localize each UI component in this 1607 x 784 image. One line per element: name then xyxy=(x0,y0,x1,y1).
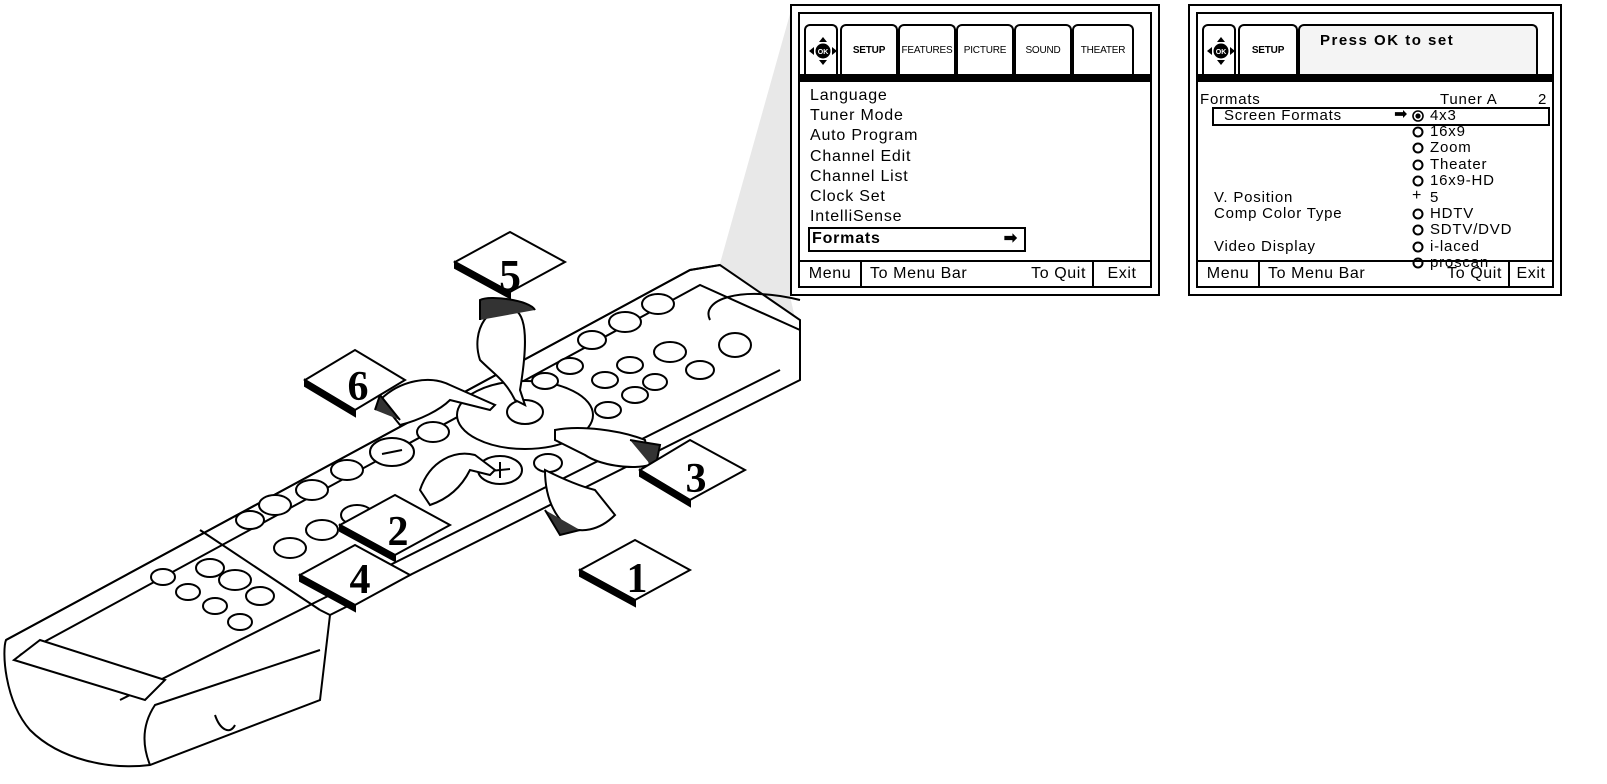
footer-menu[interactable]: Menu xyxy=(1198,262,1260,286)
footer-to-menu-bar: To Menu Bar xyxy=(1260,262,1418,286)
radio-icon[interactable] xyxy=(1412,175,1424,187)
radio-icon[interactable] xyxy=(1412,224,1424,236)
v-position-label: V. Position xyxy=(1214,190,1293,206)
video-display-label: Video Display xyxy=(1214,239,1316,255)
comp-color-type-label: Comp Color Type xyxy=(1214,206,1342,222)
plus-icon[interactable]: + xyxy=(1412,188,1422,204)
step-badge-1-label: 1 xyxy=(627,556,648,602)
tab-sound[interactable]: SOUND xyxy=(1014,24,1072,74)
option-hdtv[interactable]: HDTV xyxy=(1430,206,1474,222)
tab-picture[interactable]: PICTURE xyxy=(956,24,1014,74)
radio-icon[interactable] xyxy=(1412,142,1424,154)
step-badge-2-label: 2 xyxy=(388,509,409,555)
setup-menu-frame: OK SETUP FEATURES PICTURE SOUND THEATER … xyxy=(798,12,1152,288)
formats-content: Formats Tuner A 2 Screen Formats ➡ V. Po… xyxy=(1198,82,1554,272)
footer-to-menu-bar: To Menu Bar xyxy=(862,262,994,286)
tab-setup[interactable]: SETUP xyxy=(1238,24,1298,74)
tab-theater[interactable]: THEATER xyxy=(1072,24,1134,74)
ok-navigation-icon: OK xyxy=(1206,36,1236,66)
formats-footer: Menu To Menu Bar To Quit Exit xyxy=(1198,260,1552,286)
menu-item-channel-list[interactable]: Channel List xyxy=(810,167,1028,187)
option-i-laced[interactable]: i-laced xyxy=(1430,239,1480,255)
footer-to-quit: To Quit xyxy=(994,262,1094,286)
screen-formats-label: Screen Formats xyxy=(1224,108,1342,124)
menu-bar: OK SETUP FEATURES PICTURE SOUND THEATER xyxy=(800,14,1150,74)
step-badge-4-label: 4 xyxy=(350,557,371,603)
v-position-value[interactable]: 5 xyxy=(1430,190,1439,206)
option-16x9-hd[interactable]: 16x9-HD xyxy=(1430,173,1495,189)
radio-icon[interactable] xyxy=(1412,241,1424,253)
menu-bar-divider xyxy=(1198,74,1552,82)
right-arrow-icon: ➡ xyxy=(1004,229,1018,249)
option-theater[interactable]: Theater xyxy=(1430,157,1487,173)
tab-setup[interactable]: SETUP xyxy=(840,24,898,74)
tuner-number: 2 xyxy=(1538,92,1547,108)
setup-menu-screen: OK SETUP FEATURES PICTURE SOUND THEATER … xyxy=(790,4,1160,296)
menu-item-formats-label: Formats xyxy=(812,230,881,247)
formats-menu-frame: OK SETUP Press OK to set Formats Tuner A… xyxy=(1196,12,1554,288)
option-sdtv-dvd[interactable]: SDTV/DVD xyxy=(1430,222,1512,238)
radio-icon[interactable] xyxy=(1412,208,1424,220)
menu-item-clock-set[interactable]: Clock Set xyxy=(810,187,1028,207)
menu-item-formats[interactable]: Formats ➡ xyxy=(808,227,1026,251)
formats-menu-screen: OK SETUP Press OK to set Formats Tuner A… xyxy=(1188,4,1562,296)
tuner-label: Tuner A xyxy=(1440,92,1498,108)
step-badge-6-label: 6 xyxy=(348,364,369,410)
footer-exit[interactable]: Exit xyxy=(1510,262,1552,286)
footer-exit[interactable]: Exit xyxy=(1094,262,1150,286)
svg-text:OK: OK xyxy=(1216,49,1227,56)
step-badge-5-label: 5 xyxy=(499,251,521,300)
menu-item-intellisense[interactable]: IntelliSense xyxy=(810,207,1028,227)
step-badge-5: 5 xyxy=(455,232,565,300)
menu-item-tuner-mode[interactable]: Tuner Mode xyxy=(810,106,1028,126)
press-ok-banner: Press OK to set xyxy=(1298,24,1538,74)
step-badge-1: 1 xyxy=(580,540,690,606)
setup-menu-list: Language Tuner Mode Auto Program Channel… xyxy=(810,86,1028,252)
svg-text:OK: OK xyxy=(818,49,829,56)
menu-item-auto-program[interactable]: Auto Program xyxy=(810,126,1028,146)
step-badge-3-label: 3 xyxy=(686,456,707,502)
ok-navigation-icon: OK xyxy=(808,36,838,66)
option-zoom[interactable]: Zoom xyxy=(1430,140,1472,156)
option-16x9[interactable]: 16x9 xyxy=(1430,124,1466,140)
footer-to-quit: To Quit xyxy=(1418,262,1510,286)
radio-icon[interactable] xyxy=(1412,159,1424,171)
option-4x3[interactable]: 4x3 xyxy=(1430,108,1457,124)
right-arrow-icon: ➡ xyxy=(1394,107,1408,123)
formats-menu-bar: OK SETUP Press OK to set xyxy=(1198,14,1552,74)
tab-features[interactable]: FEATURES xyxy=(898,24,956,74)
radio-icon[interactable] xyxy=(1412,126,1424,138)
radio-selected-icon[interactable] xyxy=(1412,110,1424,122)
menu-item-channel-edit[interactable]: Channel Edit xyxy=(810,147,1028,167)
menu-item-language[interactable]: Language xyxy=(810,86,1028,106)
menu-footer: Menu To Menu Bar To Quit Exit xyxy=(800,260,1150,286)
menu-bar-divider xyxy=(800,74,1150,82)
formats-heading: Formats xyxy=(1200,92,1261,108)
footer-menu[interactable]: Menu xyxy=(800,262,862,286)
